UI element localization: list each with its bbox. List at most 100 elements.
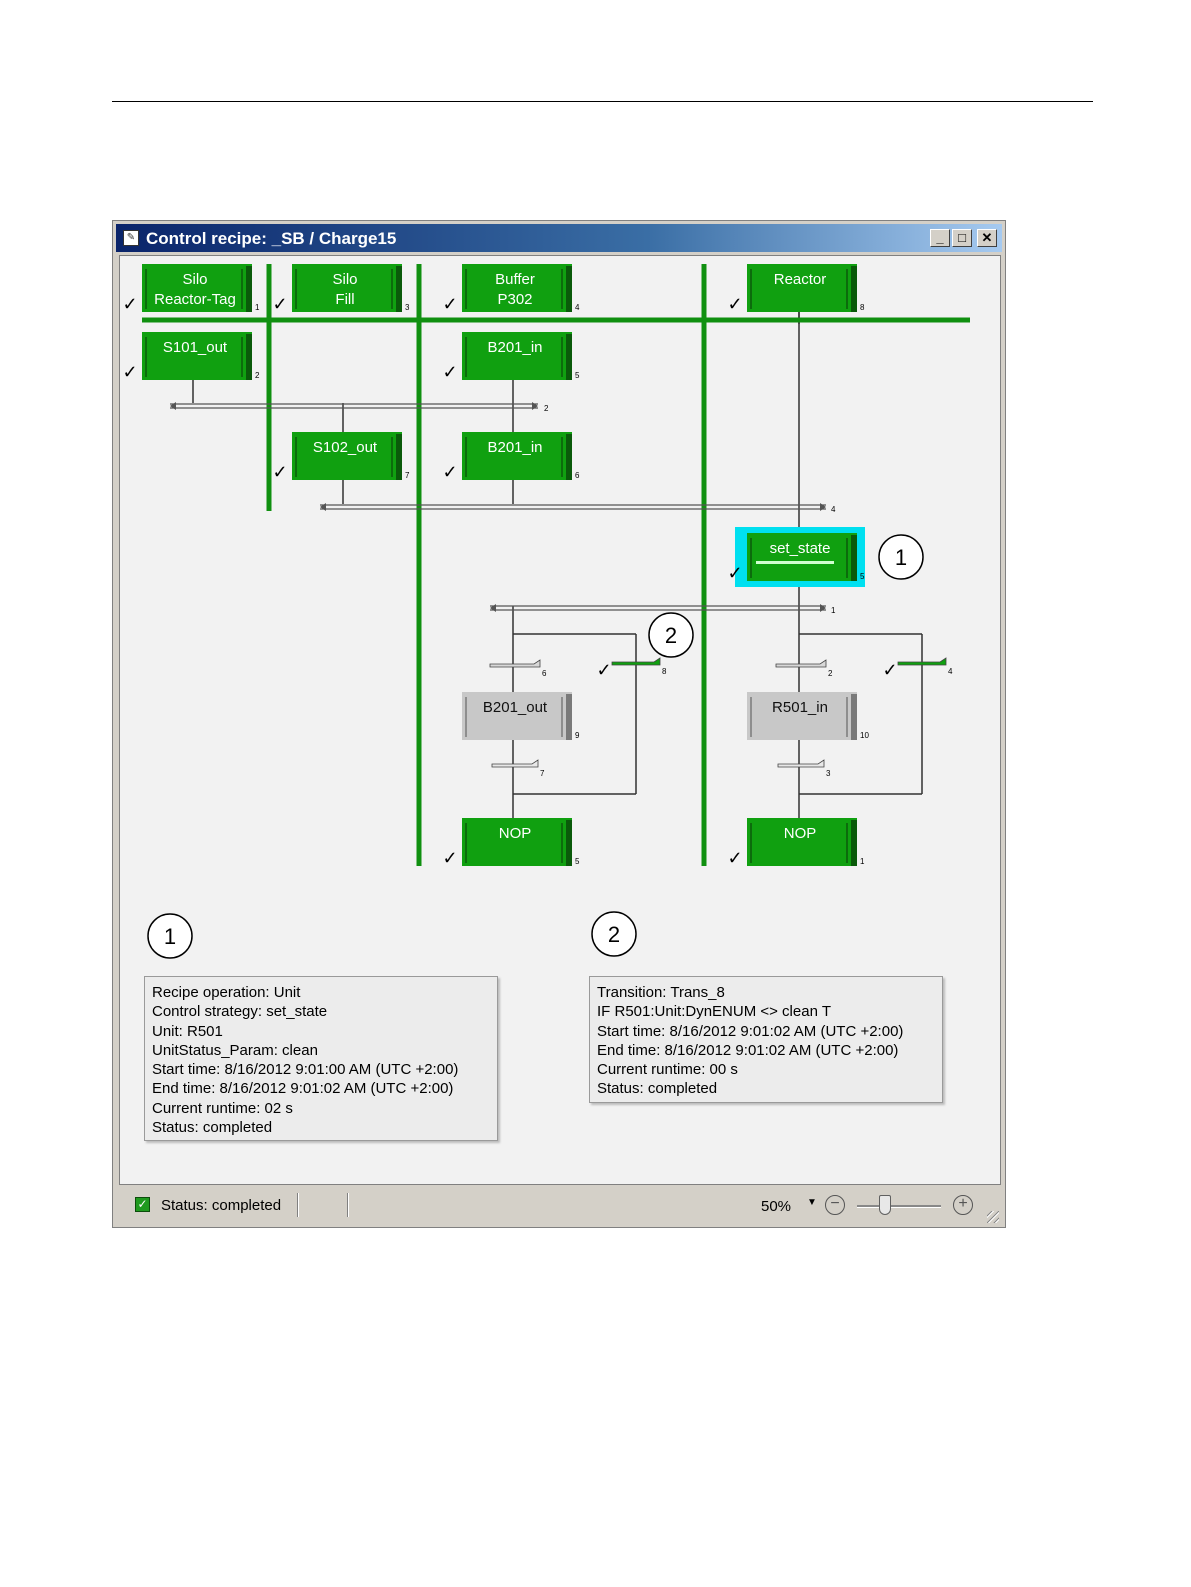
callout-number: 1 (895, 545, 907, 570)
transition-number: 3 (826, 769, 831, 778)
transition-bar (489, 659, 541, 668)
step-box (292, 432, 402, 480)
step-nop-2 (747, 818, 857, 866)
step-shade (246, 266, 252, 312)
sync-number: 2 (544, 404, 549, 413)
step-buffer-p302 (462, 264, 572, 312)
step-number: 9 (575, 731, 580, 740)
step-number: 5 (860, 572, 865, 581)
status-separator (347, 1193, 349, 1217)
info-line: Start time: 8/16/2012 9:01:02 AM (UTC +2… (597, 1022, 904, 1040)
info-line: Status: completed (152, 1119, 273, 1137)
zoom-dropdown-icon[interactable]: ▼ (807, 1197, 817, 1208)
step-box (462, 692, 572, 740)
step-number: 10 (860, 731, 869, 740)
step-number: 6 (575, 471, 580, 480)
step-box (747, 264, 857, 312)
check-icon: ✓ (272, 462, 287, 482)
step-nop-1 (462, 818, 572, 866)
step-number: 5 (575, 371, 580, 380)
transition-number: 7 (540, 769, 545, 778)
zoom-value[interactable]: 50% (761, 1198, 792, 1215)
step-box (142, 264, 252, 312)
step-shade (851, 266, 857, 312)
transition-bar (777, 759, 825, 768)
step-set-state (735, 527, 865, 587)
check-icon: ✓ (442, 848, 457, 868)
window-title: Control recipe: _SB / Charge15 (146, 229, 397, 248)
transition-bar (491, 759, 539, 768)
transition-number: 4 (948, 667, 953, 676)
info-line: Current runtime: 02 s (152, 1099, 293, 1117)
step-shade (566, 820, 572, 866)
step-label: P302 (497, 291, 532, 308)
status-bar: ✓ Status: completed 50% ▼ − + (119, 1187, 1001, 1225)
recipe-icon: ✎ (123, 230, 139, 246)
info-marker-number: 1 (164, 924, 176, 949)
step-label: Reactor-Tag (154, 291, 236, 308)
check-icon: ✓ (727, 563, 742, 583)
info-line: Control strategy: set_state (152, 1003, 328, 1021)
step-shade (851, 820, 857, 866)
step-box (462, 332, 572, 380)
zoom-out-icon[interactable]: − (825, 1195, 845, 1215)
step-number: 8 (860, 303, 865, 312)
close-button[interactable]: ✕ (977, 229, 997, 247)
step-box (462, 818, 572, 866)
step-shade (566, 694, 572, 740)
step-label: R501_in (772, 699, 828, 716)
minimize-button[interactable]: _ (930, 229, 950, 247)
callout-number: 2 (665, 623, 677, 648)
step-number: 2 (255, 371, 260, 380)
sync-number: 1 (831, 606, 836, 615)
title-bar[interactable]: ✎ Control recipe: _SB / Charge15 _ □ ✕ (116, 224, 1002, 252)
info-line: Unit: R501 (152, 1022, 223, 1040)
step-box (462, 432, 572, 480)
step-label: S101_out (163, 339, 228, 356)
info-marker (591, 911, 637, 957)
info-line: Current runtime: 00 s (597, 1061, 738, 1079)
zoom-in-icon[interactable]: + (953, 1195, 973, 1215)
resize-grip[interactable] (987, 1211, 999, 1223)
status-separator (297, 1193, 299, 1217)
sync-bar-end (320, 503, 826, 511)
step-label: B201_in (487, 439, 542, 456)
check-icon: ✓ (727, 848, 742, 868)
sync-bar-end (170, 402, 538, 410)
transition-number: 2 (828, 669, 833, 678)
step-label: Silo (182, 271, 207, 288)
maximize-button[interactable]: □ (952, 229, 972, 247)
check-icon: ✓ (122, 362, 137, 382)
info-line: Start time: 8/16/2012 9:01:00 AM (UTC +2… (152, 1061, 459, 1079)
info-line: End time: 8/16/2012 9:01:02 AM (UTC +2:0… (152, 1080, 454, 1098)
step-shade (851, 694, 857, 740)
info-marker-number: 2 (608, 922, 620, 947)
step-silo-reactor-tag (142, 264, 252, 312)
step-box (747, 818, 857, 866)
check-icon: ✓ (442, 462, 457, 482)
check-icon: ✓ (596, 660, 611, 680)
info-line: UnitStatus_Param: clean (152, 1041, 318, 1059)
step-shade (396, 266, 402, 312)
step-number: 4 (575, 303, 580, 312)
check-icon: ✓ (272, 294, 287, 314)
info-marker (147, 913, 193, 959)
zoom-slider-thumb[interactable] (878, 1195, 891, 1215)
sync-number: 4 (831, 505, 836, 514)
callout-marker (648, 612, 694, 658)
transition-number: 6 (542, 669, 547, 678)
step-box (747, 692, 857, 740)
step-number: 3 (405, 303, 410, 312)
step-b201-in-1 (462, 332, 572, 380)
zoom-slider[interactable] (857, 1205, 941, 1208)
step-box (142, 332, 252, 380)
step-r501-in (747, 692, 857, 740)
check-icon: ✓ (122, 294, 137, 314)
step-label: Silo (332, 271, 357, 288)
check-icon: ✓ (727, 294, 742, 314)
transition-number: 8 (662, 667, 667, 676)
step-s101-out (142, 332, 252, 380)
step-label: NOP (499, 825, 532, 842)
transition-bar (611, 657, 661, 666)
